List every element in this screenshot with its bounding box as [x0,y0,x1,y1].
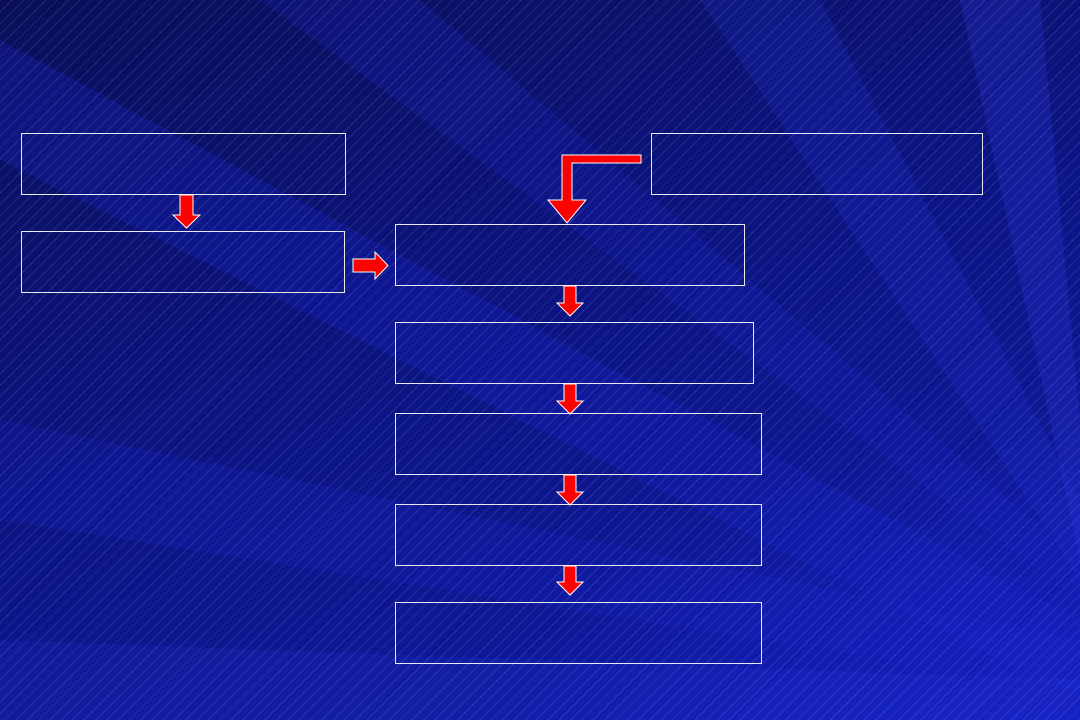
background-ray [260,0,1080,600]
flowchart-box-8 [395,602,762,664]
background-ray [0,40,1080,700]
flowchart-box-3 [651,133,983,195]
flowchart-box-7 [395,504,762,566]
background-ray [0,420,1080,690]
arrow-down-icon [555,383,585,415]
arrow-down-icon [171,194,202,229]
arrow-down-icon [555,474,585,506]
arrow-down-icon [555,565,585,596]
arrow-right-icon [352,250,389,281]
background-ray [960,0,1080,560]
arrow-elbow-icon [546,154,642,224]
flowchart-box-6 [395,413,762,475]
background-ray [700,0,1080,580]
background-ray [0,640,1080,720]
arrow-down-icon [555,285,585,317]
flowchart-box-2 [21,231,345,293]
